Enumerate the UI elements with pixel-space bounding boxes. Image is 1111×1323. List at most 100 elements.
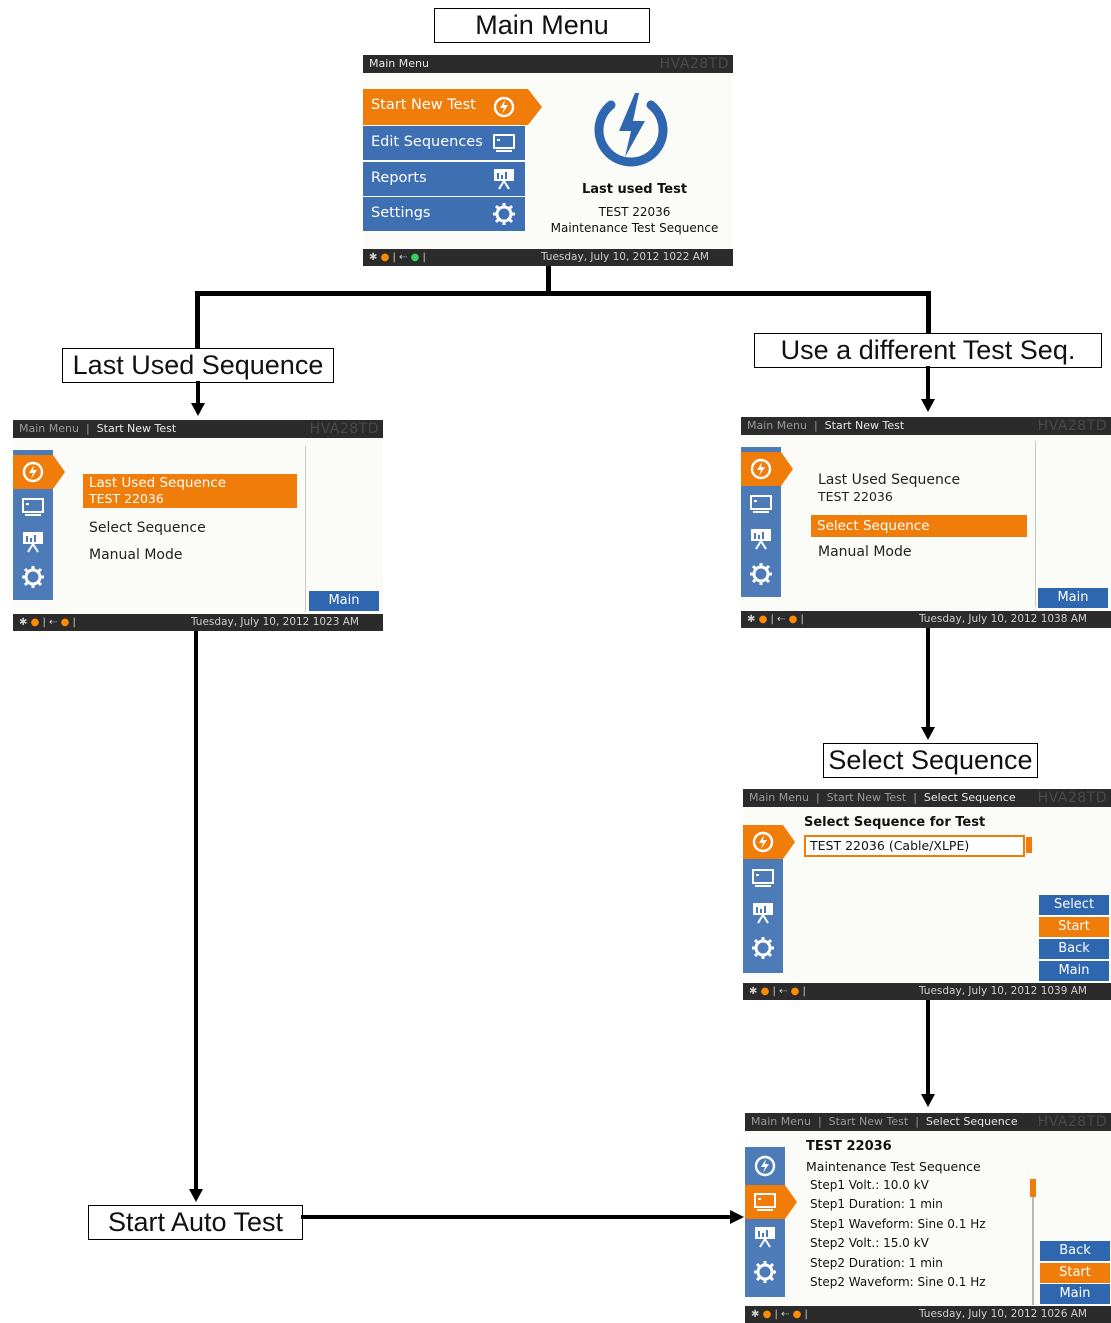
datetime: Tuesday, July 10, 2012 1038 AM	[918, 613, 1087, 625]
sidebar-edit-sequences[interactable]	[741, 487, 781, 521]
breadcrumb-separator: |	[812, 791, 824, 804]
sidebar-settings[interactable]	[745, 1255, 785, 1289]
breadcrumb-main-menu[interactable]: Main Menu	[749, 791, 809, 804]
datetime: Tuesday, July 10, 2012 1039 AM	[918, 985, 1087, 997]
sidebar-settings[interactable]	[13, 560, 53, 594]
breadcrumb-separator: |	[82, 422, 94, 435]
divider	[305, 446, 306, 612]
sequence-select-field[interactable]: TEST 22036 (Cable/XLPE)	[804, 835, 1025, 857]
menu-label: Settings	[371, 205, 431, 221]
status-icons: ✱ ● | ⇠ ● |	[19, 617, 76, 628]
sidebar-start-new-test[interactable]	[741, 452, 793, 486]
gear-icon	[754, 1261, 776, 1283]
title-bar: Main Menu | Start New Test | Select Sequ…	[745, 1113, 1111, 1131]
status-icons: ✱ ● | ⇠ ● |	[749, 986, 806, 997]
step-item: Step2 Duration: 1 min	[810, 1255, 943, 1270]
breadcrumb-main-menu[interactable]: Main Menu	[751, 1115, 811, 1128]
arrowhead	[921, 399, 935, 412]
back-button[interactable]: Back	[1039, 939, 1109, 959]
arrowhead	[189, 1189, 203, 1202]
start-button[interactable]: Start	[1040, 1263, 1110, 1283]
scrollbar-track[interactable]	[1032, 1179, 1034, 1305]
status-icons: ✱ ● | ⇠ ● |	[369, 252, 426, 263]
gear-icon	[752, 937, 774, 959]
sidebar	[745, 1147, 785, 1297]
menu-item-edit-sequences[interactable]: Edit Sequences	[363, 126, 525, 160]
lightning-icon	[750, 458, 772, 480]
lightning-icon	[22, 461, 44, 483]
breadcrumb-main-menu[interactable]: Main Menu	[19, 422, 79, 435]
screen-auto-test-sequence: Main Menu | Start New Test | Select Sequ…	[745, 1113, 1111, 1323]
datetime: Tuesday, July 10, 2012 1022 AM	[540, 251, 709, 263]
sidebar-reports[interactable]	[741, 522, 781, 556]
step-item: Step1 Waveform: Sine 0.1 Hz	[810, 1216, 986, 1231]
main-button[interactable]: Main	[1038, 588, 1108, 608]
sidebar-start-new-test[interactable]	[743, 825, 795, 859]
monitor-icon	[752, 869, 774, 887]
sidebar-settings[interactable]	[743, 931, 783, 965]
last-used-test-name: TEST 22036	[598, 205, 671, 219]
start-button[interactable]: Start	[1039, 917, 1109, 937]
monitor-icon	[22, 498, 44, 516]
label-use-different-test-seq: Use a different Test Seq.	[754, 333, 1102, 368]
menu-label: Edit Sequences	[371, 134, 483, 150]
step-item: Step1 Duration: 1 min	[810, 1197, 943, 1212]
sidebar-settings[interactable]	[741, 557, 781, 591]
connector-main-down	[546, 265, 551, 295]
option-last-used-sequence[interactable]: Last Used Sequence TEST 22036	[83, 474, 297, 508]
breadcrumb-select-sequence: Select Sequence	[925, 1115, 1018, 1128]
lightning-icon	[492, 95, 516, 123]
sidebar-reports[interactable]	[743, 896, 783, 930]
label-main-menu: Main Menu	[434, 8, 650, 43]
breadcrumb-main-menu[interactable]: Main Menu	[747, 419, 807, 432]
brand-logo: HVA28TD	[1037, 1114, 1107, 1130]
datetime: Tuesday, July 10, 2012 1026 AM	[918, 1308, 1087, 1320]
sidebar-start-new-test[interactable]	[13, 455, 65, 489]
breadcrumb-start-new-test[interactable]: Start New Test	[828, 1115, 909, 1128]
menu-item-settings[interactable]: Settings	[363, 197, 525, 231]
connector-select-to-auto	[926, 1000, 930, 1095]
option-manual-mode[interactable]: Manual Mode	[818, 544, 912, 560]
status-bar: ✱ ● | ⇠ ● | Tuesday, July 10, 2012 1039 …	[743, 983, 1111, 1000]
menu-item-start-new-test[interactable]: Start New Test	[363, 89, 528, 125]
connector-right-label-to-screen	[926, 366, 930, 400]
last-used-test-label: Last used Test	[581, 182, 688, 197]
back-button[interactable]: Back	[1040, 1241, 1110, 1261]
select-button[interactable]: Select	[1039, 895, 1109, 915]
screen-start-new-test-last-used: Main Menu | Start New Test HVA28TD Last …	[13, 420, 383, 631]
title-bar: Main Menu | Start New Test HVA28TD	[741, 417, 1111, 435]
option-select-sequence[interactable]: Select Sequence	[89, 520, 206, 536]
select-sequence-heading: Select Sequence for Test	[804, 815, 986, 830]
option-manual-mode[interactable]: Manual Mode	[89, 547, 183, 563]
main-button[interactable]: Main	[1040, 1284, 1110, 1304]
scrollbar-thumb[interactable]	[1026, 837, 1032, 853]
sidebar-start-new-test[interactable]	[745, 1149, 785, 1183]
sidebar-edit-sequences[interactable]	[743, 861, 783, 895]
presentation-chart-icon	[751, 529, 771, 550]
lightning-icon	[754, 1155, 776, 1177]
option-last-used-sequence[interactable]: Last Used Sequence	[818, 472, 961, 488]
sidebar-edit-sequences[interactable]	[13, 490, 53, 524]
presentation-chart-icon	[753, 903, 773, 924]
sidebar-reports[interactable]	[745, 1220, 785, 1254]
brand-logo: HVA28TD	[309, 421, 379, 437]
main-button[interactable]: Main	[309, 591, 379, 611]
menu-label: Reports	[371, 170, 427, 186]
status-bar: ✱ ● | ⇠ ● | Tuesday, July 10, 2012 1022 …	[363, 249, 733, 266]
sidebar-reports[interactable]	[13, 525, 53, 559]
status-bar: ✱ ● | ⇠ ● | Tuesday, July 10, 2012 1038 …	[741, 611, 1111, 628]
connector-different-to-select	[926, 628, 930, 728]
sidebar-edit-sequences[interactable]	[745, 1185, 797, 1219]
step-list: Step1 Volt.: 10.0 kV Step1 Duration: 1 m…	[810, 1178, 986, 1294]
connector-left-down	[195, 291, 200, 348]
menu-item-reports[interactable]: Reports	[363, 162, 525, 196]
step-item: Step2 Waveform: Sine 0.1 Hz	[810, 1274, 986, 1289]
brand-logo: HVA28TD	[1037, 418, 1107, 434]
status-bar: ✱ ● | ⇠ ● | Tuesday, July 10, 2012 1023 …	[13, 614, 383, 631]
step-item: Step1 Volt.: 10.0 kV	[810, 1178, 929, 1192]
main-button[interactable]: Main	[1039, 961, 1109, 981]
scrollbar-thumb[interactable]	[1030, 1179, 1036, 1197]
connector-left-long-down	[194, 630, 198, 1190]
option-select-sequence[interactable]: Select Sequence	[811, 515, 1027, 537]
breadcrumb-start-new-test[interactable]: Start New Test	[826, 791, 907, 804]
